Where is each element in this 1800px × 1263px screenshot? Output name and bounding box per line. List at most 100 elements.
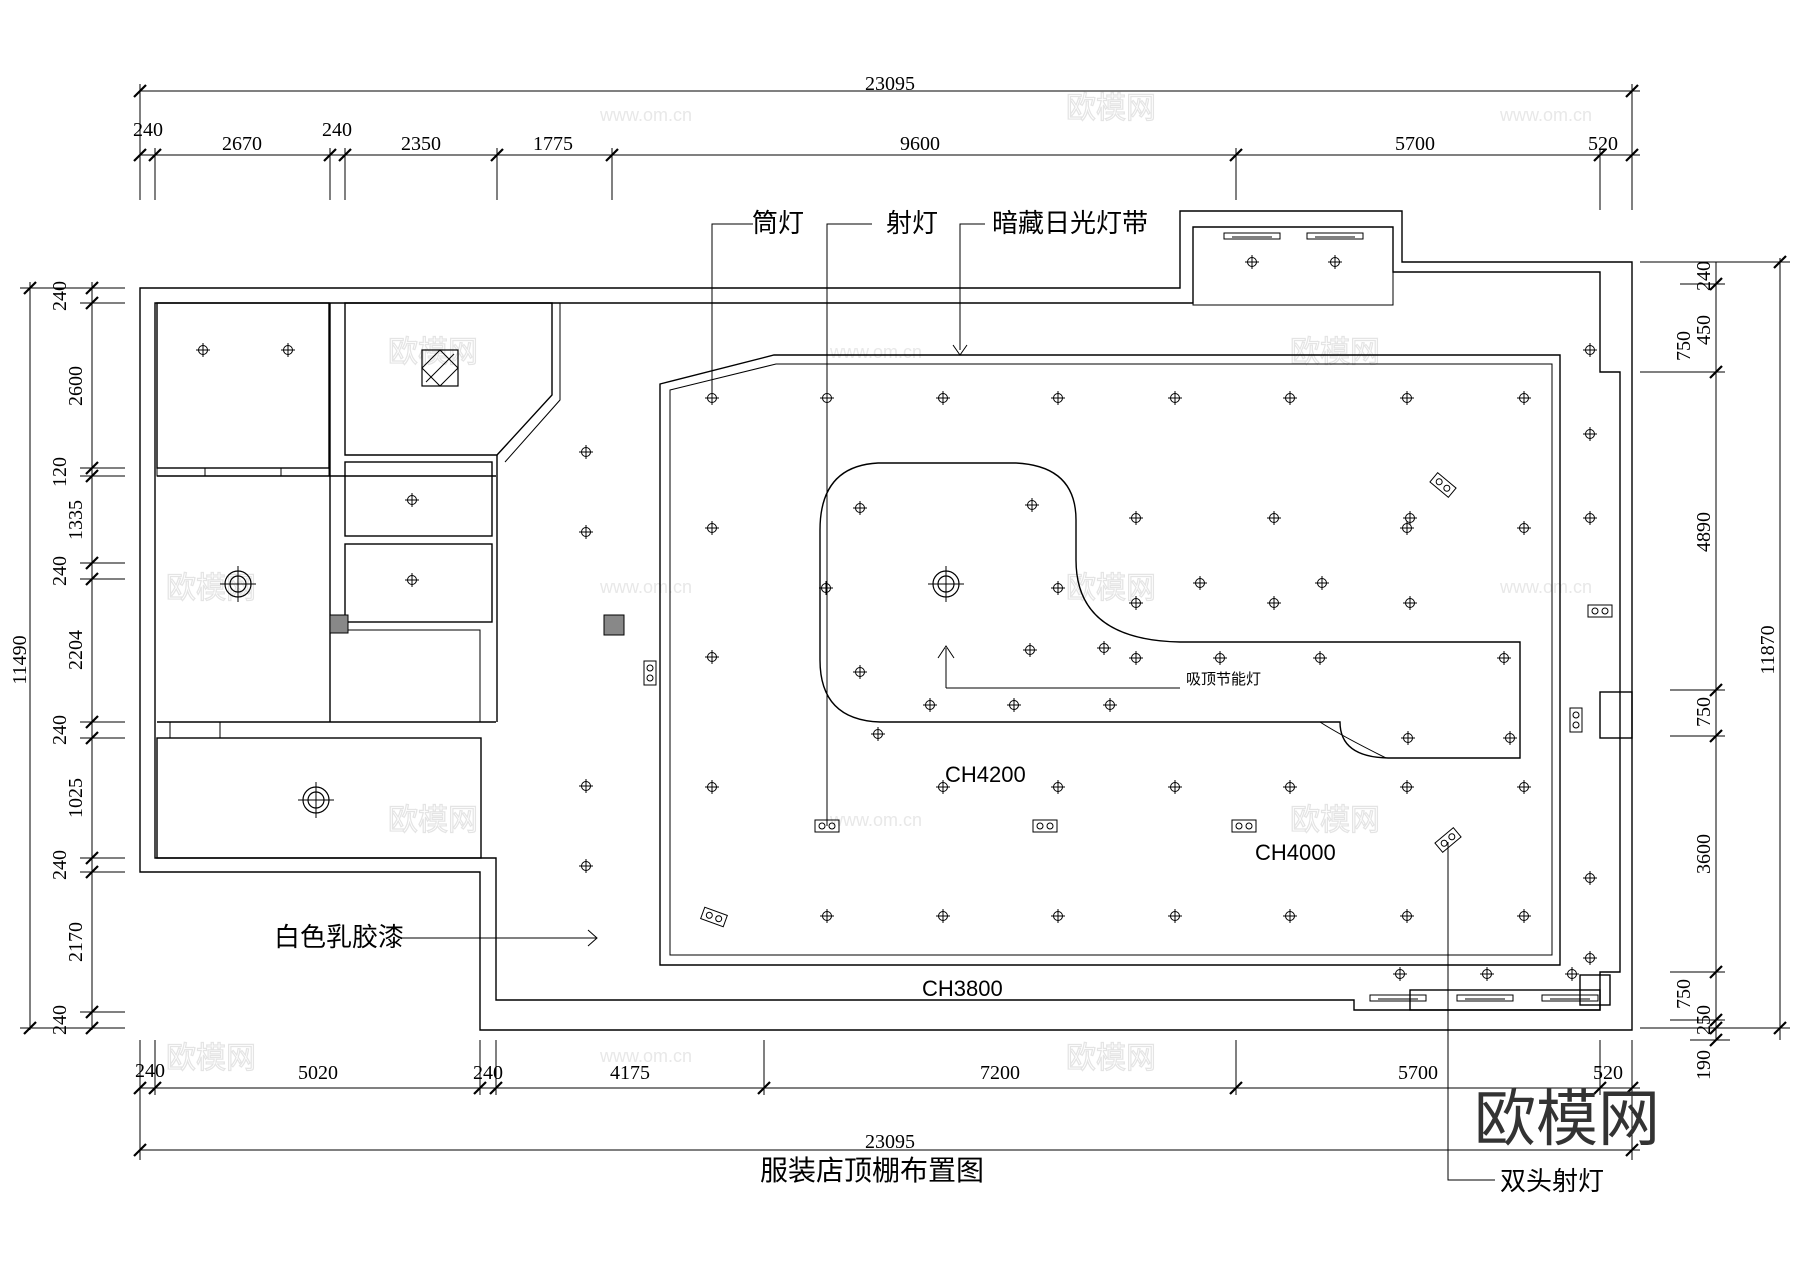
downlight-icon xyxy=(1267,511,1281,525)
wall-pier xyxy=(1599,691,1633,739)
downlight-icon xyxy=(705,780,719,794)
downlight-icon xyxy=(1583,871,1597,885)
downlight-icon xyxy=(1023,643,1037,657)
ceiling-lamp-icon xyxy=(298,782,334,818)
downlight-icon xyxy=(819,581,833,595)
bottom-dimension-lines: 240 5020 240 4175 7200 5700 520 23095 xyxy=(133,1040,1640,1160)
downlight-icon xyxy=(1583,343,1597,357)
downlight-icon xyxy=(853,501,867,515)
room-bottom-left xyxy=(156,737,482,859)
downlight-icon xyxy=(1129,596,1143,610)
downlight-icon xyxy=(579,859,593,873)
walls xyxy=(139,210,1633,1031)
watermark-logo: 欧模网 xyxy=(1290,335,1380,370)
watermark-url: www.om.cn xyxy=(1499,577,1592,597)
exhaust-vent-icon xyxy=(421,349,459,387)
dim-top-seg: 240 xyxy=(133,119,163,141)
spotlight-icon xyxy=(1569,707,1583,733)
leader-lines xyxy=(400,223,1495,1181)
dim-left-seg: 1025 xyxy=(65,778,87,818)
light-fixtures xyxy=(196,232,1613,1002)
spotlight-icon xyxy=(643,660,657,686)
downlight-icon xyxy=(853,665,867,679)
downlight-icon xyxy=(1517,521,1531,535)
downlight-icon xyxy=(1583,427,1597,441)
dim-right-seg: 750 xyxy=(1673,979,1695,1009)
column xyxy=(329,614,349,634)
annotation-labels: 筒灯 射灯 暗藏日光灯带 吸顶节能灯 白色乳胶漆 双头射灯 CH4200 CH4… xyxy=(274,209,1660,1197)
spotlight-icon xyxy=(1032,819,1058,833)
downlight-icon xyxy=(1393,967,1407,981)
downlight-icon xyxy=(1400,780,1414,794)
downlight-icon xyxy=(1025,498,1039,512)
dim-top-total: 23095 xyxy=(865,73,915,95)
downlight-icon xyxy=(1497,651,1511,665)
downlight-icon xyxy=(1213,651,1227,665)
dim-left-seg: 240 xyxy=(49,715,71,745)
downlight-icon xyxy=(871,727,885,741)
watermark-logo: 欧模网 xyxy=(166,571,256,606)
right-dimension-lines: 240 450 750 4890 750 3600 750 250 190 11… xyxy=(1640,255,1790,1080)
spotlight-icon xyxy=(1429,471,1457,499)
downlight-icon xyxy=(1051,909,1065,923)
downlight-icon xyxy=(1517,780,1531,794)
downlight-icon xyxy=(1403,596,1417,610)
downlight-icon xyxy=(1193,576,1207,590)
dim-bottom-seg: 5020 xyxy=(298,1062,338,1084)
fluorescent-strip-icon xyxy=(1369,994,1427,1002)
dim-bottom-total: 23095 xyxy=(865,1131,915,1153)
dim-top-seg: 520 xyxy=(1588,133,1618,155)
watermark-logo: 欧模网 xyxy=(166,1041,256,1076)
downlight-icon xyxy=(1103,698,1117,712)
downlight-icon xyxy=(1328,255,1342,269)
room-top-left xyxy=(156,302,330,469)
drawing-title: 服装店顶棚布置图 xyxy=(760,1154,984,1187)
downlight-icon xyxy=(196,343,210,357)
downlight-icon xyxy=(405,493,419,507)
dim-right-seg: 4890 xyxy=(1693,512,1715,552)
downlight-icon xyxy=(820,909,834,923)
downlight-icon xyxy=(1283,909,1297,923)
watermark-url: www.om.cn xyxy=(599,1046,692,1066)
downlight-icon xyxy=(1517,391,1531,405)
label-downlight: 筒灯 xyxy=(752,209,804,239)
dim-right-seg: 750 xyxy=(1673,331,1695,361)
downlight-icon xyxy=(1283,391,1297,405)
dim-bottom-seg: 7200 xyxy=(980,1062,1020,1084)
label-ch4200: CH4200 xyxy=(945,762,1026,787)
ceiling-steps xyxy=(659,226,1561,966)
downlight-icon xyxy=(579,445,593,459)
downlight-icon xyxy=(1503,731,1517,745)
top-dimension-lines: 23095 240 2670 240 2350 1775 9600 5700 5… xyxy=(133,73,1640,210)
downlight-icon xyxy=(1051,780,1065,794)
dim-left-seg: 240 xyxy=(49,850,71,880)
downlight-icon xyxy=(1583,951,1597,965)
watermark-logo: 欧模网 xyxy=(1290,803,1380,838)
fluorescent-strip-icon xyxy=(1541,994,1599,1002)
dim-right-seg: 450 xyxy=(1693,315,1715,345)
dim-right-seg: 3600 xyxy=(1693,834,1715,874)
dim-left-total: 11490 xyxy=(9,635,31,684)
ceiling-ch4200-island xyxy=(819,462,1521,759)
downlight-icon xyxy=(1400,909,1414,923)
downlight-icon xyxy=(281,343,295,357)
downlight-icon xyxy=(1583,511,1597,525)
downlight-icon xyxy=(1267,596,1281,610)
downlight-icon xyxy=(1403,511,1417,525)
ceiling-ch3800 xyxy=(659,354,1561,966)
downlight-icon xyxy=(1007,698,1021,712)
label-white-latex: 白色乳胶漆 xyxy=(274,923,404,953)
spotlight-icon xyxy=(1434,826,1462,854)
room-storage-a xyxy=(344,461,493,537)
downlight-icon xyxy=(405,573,419,587)
label-ch4000: CH4000 xyxy=(1255,840,1336,865)
downlight-icon xyxy=(1245,255,1259,269)
ceiling-lamp-icon xyxy=(928,566,964,602)
left-dimension-lines: 11490 240 2600 120 1335 240 2204 240 102… xyxy=(9,281,125,1035)
room-storage-b xyxy=(344,543,493,623)
dim-left-seg: 2600 xyxy=(65,366,87,406)
downlight-icon xyxy=(1168,909,1182,923)
downlight-icon xyxy=(1313,651,1327,665)
watermark-logo: 欧模网 xyxy=(388,335,478,370)
